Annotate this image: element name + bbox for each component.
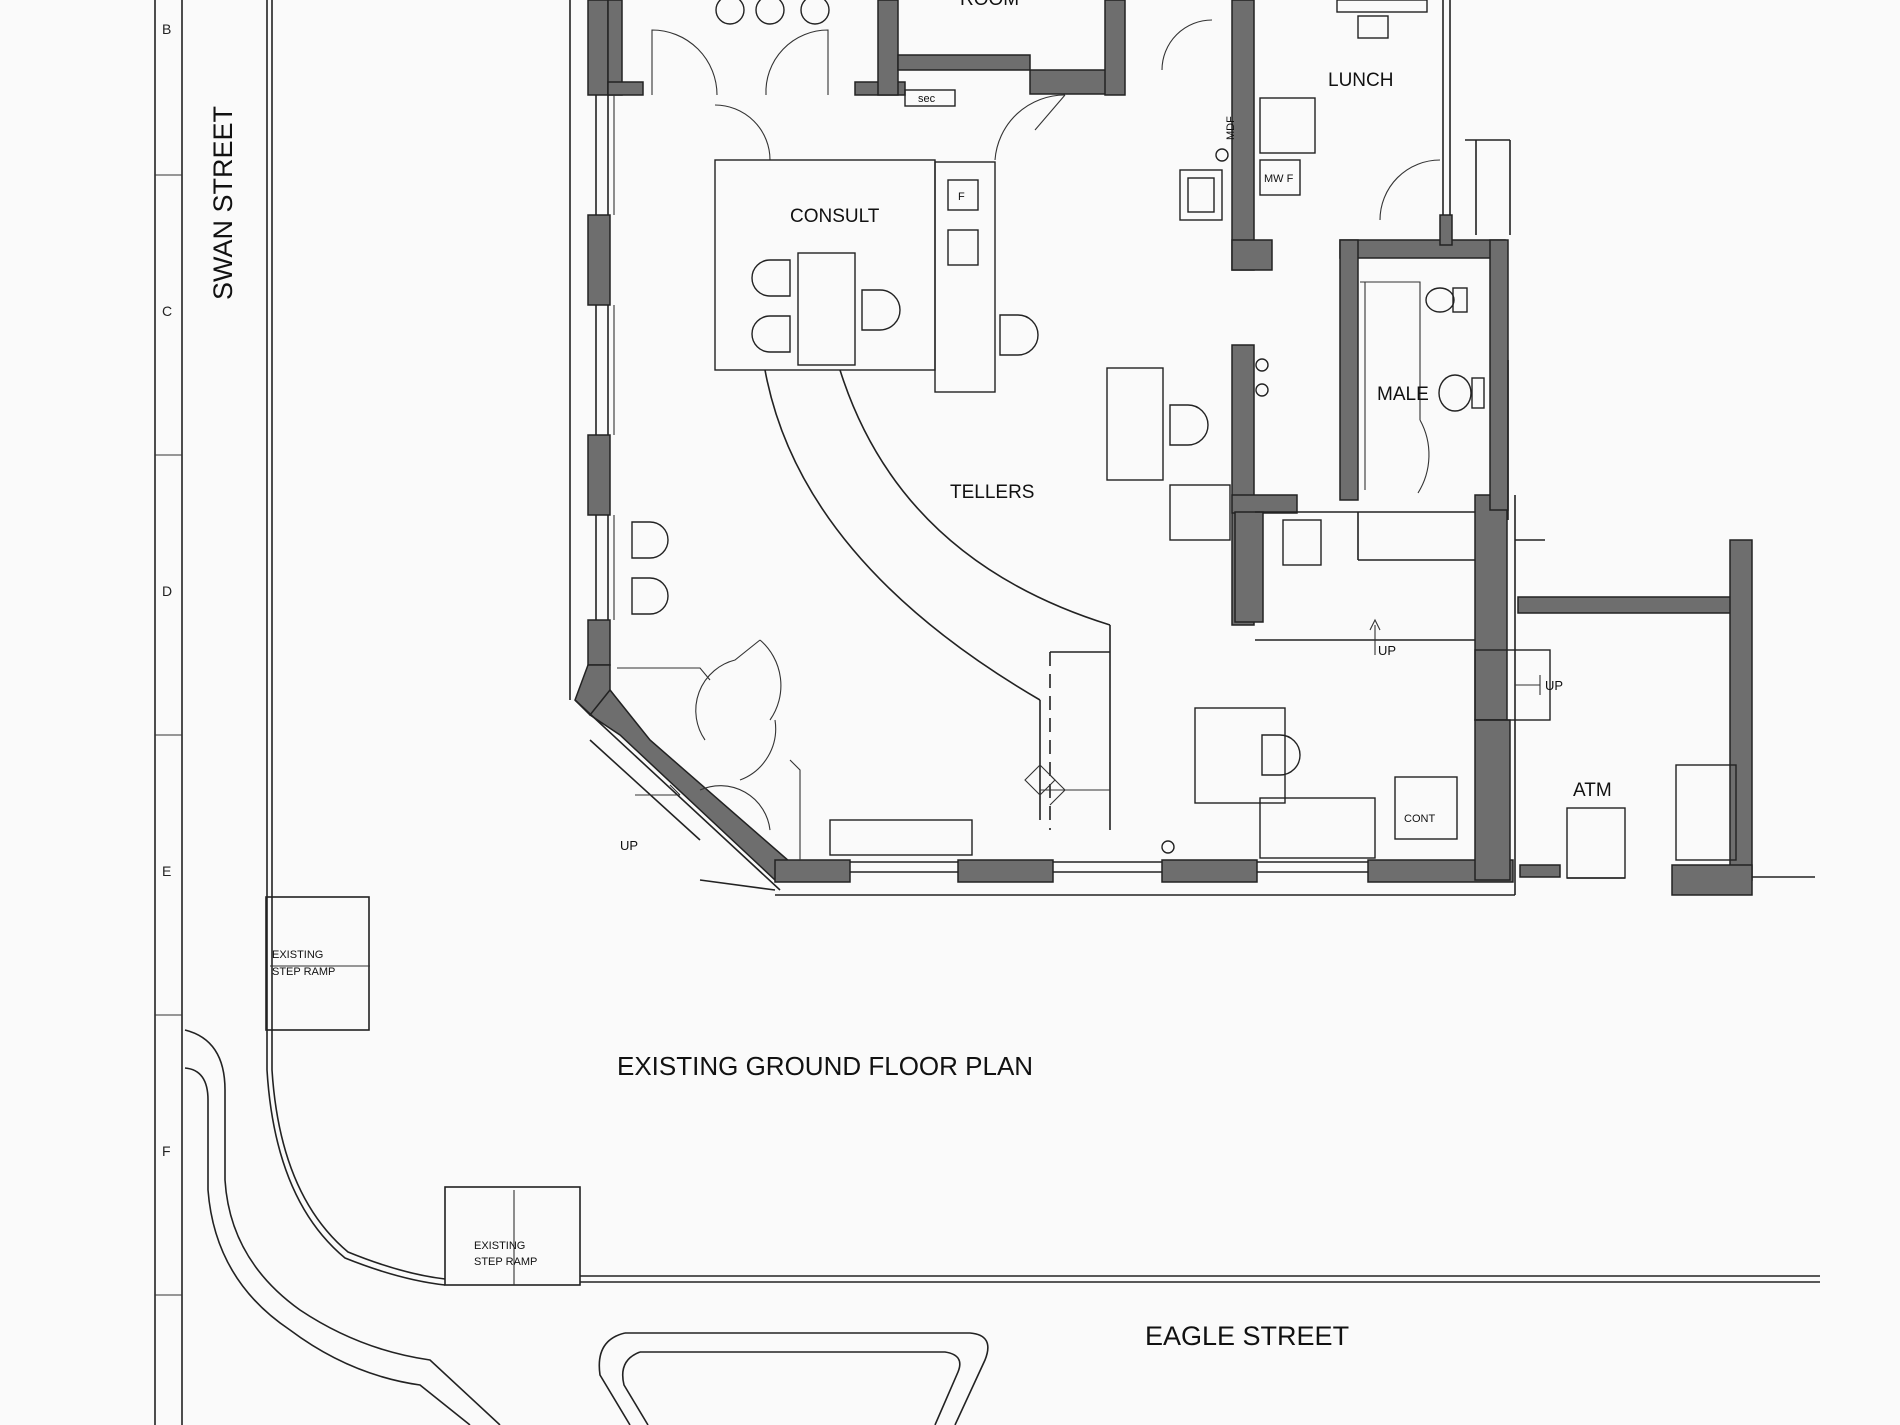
sec-label: sec bbox=[918, 93, 936, 105]
up-label-entry: UP bbox=[620, 838, 638, 853]
step-ramp-2-line1: EXISTING bbox=[474, 1240, 525, 1252]
grid-label-b: B bbox=[162, 21, 171, 37]
grid-label-d: D bbox=[162, 583, 172, 599]
grid-label-c: C bbox=[162, 303, 172, 319]
consult-label: CONSULT bbox=[790, 206, 880, 227]
step-ramp-1-line2: STEP RAMP bbox=[272, 966, 335, 978]
traffic-island bbox=[598, 1332, 989, 1425]
eagle-street-label: EAGLE STREET bbox=[1145, 1321, 1349, 1351]
step-ramp-2: EXISTING STEP RAMP bbox=[444, 1186, 581, 1286]
doors bbox=[617, 19, 1441, 860]
lunch-label: LUNCH bbox=[1328, 70, 1393, 91]
mdf-label: MDF bbox=[1225, 116, 1237, 140]
mwf-label: MW F bbox=[1264, 173, 1294, 185]
furniture: sec F CONT bbox=[631, 0, 1737, 879]
male-label: MALE bbox=[1377, 384, 1429, 405]
f-label: F bbox=[958, 191, 965, 203]
tellers-label: TELLERS bbox=[950, 482, 1034, 503]
up-label-atm: UP bbox=[1545, 678, 1563, 693]
grid-strip: B C D E F bbox=[154, 0, 183, 1425]
plan-title: EXISTING GROUND FLOOR PLAN bbox=[617, 1051, 1033, 1081]
cont-label: CONT bbox=[1404, 813, 1435, 825]
up-label-staff: UP bbox=[1378, 643, 1396, 658]
grid-label-f: F bbox=[162, 1143, 171, 1159]
room-label: ROOM bbox=[960, 0, 1019, 10]
eagle-street-kerb bbox=[580, 1275, 1820, 1283]
step-ramp-1-line1: EXISTING bbox=[272, 949, 323, 961]
grid-label-e: E bbox=[162, 863, 171, 879]
swan-street-kerb bbox=[184, 0, 501, 1425]
step-ramp-1: EXISTING STEP RAMP bbox=[265, 896, 370, 1031]
atm-label: ATM bbox=[1573, 780, 1612, 801]
building-walls bbox=[569, 0, 1815, 896]
swan-street-label: SWAN STREET bbox=[208, 106, 238, 300]
step-ramp-2-line2: STEP RAMP bbox=[474, 1256, 537, 1268]
